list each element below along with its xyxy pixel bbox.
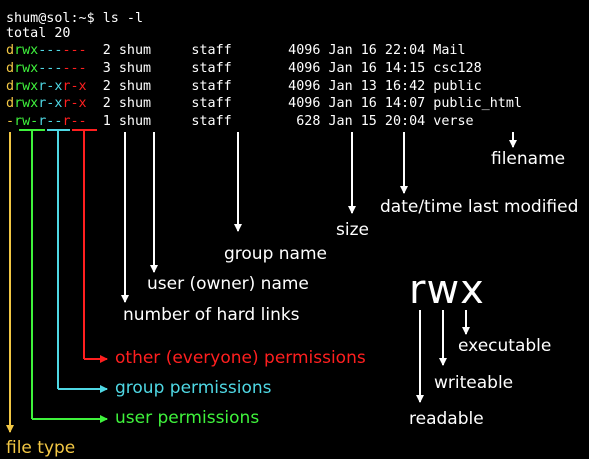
- other-perms: r--: [62, 114, 87, 129]
- hard-links-label: number of hard links: [123, 305, 300, 325]
- group-perms: ---: [38, 61, 63, 76]
- terminal-prompt-line: shum@sol:~$ ls -l: [6, 12, 143, 25]
- file-type-char: d: [6, 79, 15, 94]
- group-perms: r-x: [38, 79, 63, 94]
- row-details: 3 shum staff 4096 Jan 16 14:15 csc128: [86, 61, 482, 76]
- other-perms: ---: [62, 43, 87, 58]
- row-details: 2 shum staff 4096 Jan 16 14:07 public_ht…: [86, 96, 522, 111]
- group-name-label: group name: [224, 244, 327, 264]
- writeable-label: writeable: [434, 373, 514, 393]
- row-details: 2 shum staff 4096 Jan 13 16:42 public: [86, 79, 482, 94]
- group-perms: r--: [38, 114, 63, 129]
- user-perms: rw-: [14, 114, 39, 129]
- user-perms: rwx: [14, 96, 39, 111]
- listing-row: drwx------ 2 shum staff 4096 Jan 16 22:0…: [6, 44, 466, 57]
- user-perms-label: user permissions: [115, 408, 260, 428]
- listing-row: drwx------ 3 shum staff 4096 Jan 16 14:1…: [6, 62, 482, 75]
- group-perms: r-x: [38, 96, 63, 111]
- user-perms: rwx: [14, 61, 39, 76]
- file-type-char: d: [6, 43, 15, 58]
- owner-name-label: user (owner) name: [147, 274, 309, 294]
- prompt: shum@sol:~$: [6, 11, 95, 26]
- filename-label: filename: [491, 149, 566, 169]
- group-perms: ---: [38, 43, 63, 58]
- user-perms: rwx: [14, 43, 39, 58]
- file-type-char: d: [6, 61, 15, 76]
- listing-row: drwxr-xr-x 2 shum staff 4096 Jan 13 16:4…: [6, 80, 482, 93]
- file-type-char: -: [6, 114, 15, 129]
- executable-label: executable: [458, 336, 552, 356]
- group-perms-label: group permissions: [115, 378, 272, 398]
- other-perms: r-x: [62, 79, 87, 94]
- command: ls -l: [102, 11, 144, 26]
- other-perms: r-x: [62, 96, 87, 111]
- row-details: 1 shum staff 628 Jan 15 20:04 verse: [86, 114, 474, 129]
- rwx-legend-title: rwx: [409, 267, 485, 313]
- total-line: total 20: [6, 26, 71, 41]
- row-details: 2 shum staff 4096 Jan 16 22:04 Mail: [86, 43, 466, 58]
- other-perms: ---: [62, 61, 87, 76]
- user-perms: rwx: [14, 79, 39, 94]
- size-label: size: [336, 220, 369, 240]
- datetime-label: date/time last modified: [380, 197, 579, 217]
- other-perms-label: other (everyone) permissions: [115, 348, 366, 368]
- file-type-char: d: [6, 96, 15, 111]
- listing-row: drwxr-xr-x 2 shum staff 4096 Jan 16 14:0…: [6, 97, 522, 110]
- file-type-label: file type: [6, 438, 76, 458]
- listing-row: -rw-r--r-- 1 shum staff 628 Jan 15 20:04…: [6, 115, 474, 128]
- readable-label: readable: [409, 409, 484, 429]
